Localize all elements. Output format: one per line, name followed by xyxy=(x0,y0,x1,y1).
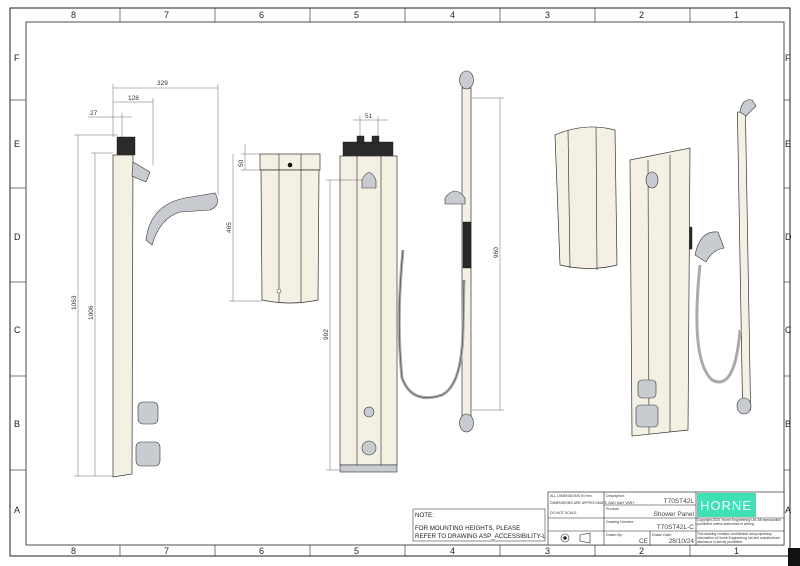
zone-col-label: 5 xyxy=(354,546,359,556)
drawn-by-label: Drawn By: xyxy=(606,533,623,537)
drawing-number-value: T70ST42L-C xyxy=(657,524,695,531)
column-labels-top: 8 7 6 5 4 3 2 1 xyxy=(71,10,739,20)
note-line-2: REFER TO DRAWING ASP_ACCESSIBILITY-L xyxy=(415,533,546,540)
panel-body xyxy=(112,154,134,478)
rail-view: 960 xyxy=(397,70,504,433)
panel-base xyxy=(339,464,398,473)
valve-head xyxy=(342,141,394,157)
row-labels-right: F E D C B A xyxy=(785,53,792,515)
note-heading: NOTE: xyxy=(415,512,434,519)
dim-side-head-width: 128 xyxy=(128,95,139,102)
row-labels-left: F E D C B A xyxy=(14,53,21,515)
panel-back xyxy=(260,169,320,304)
zone-row-label: D xyxy=(785,232,792,242)
rail-bracket xyxy=(459,413,474,433)
corner-mark xyxy=(788,548,800,566)
brand-name: HORNE xyxy=(700,498,752,513)
zone-col-label: 2 xyxy=(639,10,644,20)
general-note: DO NOT SCALE xyxy=(550,511,577,515)
note-box: NOTE: FOR MOUNTING HEIGHTS, PLEASE REFER… xyxy=(412,508,546,542)
control-knob xyxy=(363,406,375,418)
dim-side-overall-width: 329 xyxy=(157,80,168,87)
zone-row-label: F xyxy=(785,53,791,63)
top-bracket xyxy=(259,153,321,171)
column-labels-bottom: 8 7 6 5 4 3 2 1 xyxy=(71,546,739,556)
mounting-hole xyxy=(287,162,293,168)
control-knob xyxy=(137,401,159,425)
copyright-text: Copyright 2024, Horne Engineering Ltd. A… xyxy=(697,518,782,526)
zone-row-label: B xyxy=(785,419,791,429)
zone-col-label: 6 xyxy=(259,10,264,20)
brand-logo xyxy=(697,493,756,517)
shower-head xyxy=(361,172,377,189)
zone-row-label: C xyxy=(14,325,21,335)
zone-col-label: 7 xyxy=(164,10,169,20)
zone-col-label: 4 xyxy=(450,10,455,20)
confidential-text: This drawing contains confidential and p… xyxy=(697,532,780,544)
slider xyxy=(462,221,472,269)
general-note: DIMENSIONS ARE APPROXIMATE AND MAY VARY xyxy=(550,501,635,505)
zone-col-label: 2 xyxy=(639,546,644,556)
dim-side-total-height: 1063 xyxy=(71,295,78,310)
zone-row-label: E xyxy=(14,139,20,149)
zone-row-label: B xyxy=(14,419,20,429)
zone-col-label: 4 xyxy=(450,546,455,556)
dim-rail-height: 960 xyxy=(493,247,500,258)
description-value: T70ST42L xyxy=(664,498,695,505)
third-angle-projection-icon xyxy=(560,532,591,544)
control-knob xyxy=(135,441,161,467)
title-block: ALL DIMENSIONS IN mm DIMENSIONS ARE APPR… xyxy=(547,491,785,546)
control-knob xyxy=(361,440,377,456)
zone-row-label: C xyxy=(785,325,792,335)
isometric-panel-view xyxy=(629,99,757,437)
rail-bracket xyxy=(459,70,474,90)
zone-col-label: 3 xyxy=(545,546,550,556)
note-line-1: FOR MOUNTING HEIGHTS, PLEASE xyxy=(415,525,520,532)
zone-dividers xyxy=(10,8,790,556)
general-note: ALL DIMENSIONS IN mm xyxy=(550,494,592,498)
control-knob xyxy=(637,379,657,399)
zone-row-label: A xyxy=(785,505,791,515)
panel-front xyxy=(339,155,398,466)
drawn-by-value: CE xyxy=(639,538,649,545)
control-knob xyxy=(635,404,659,428)
hand-shower xyxy=(694,231,725,263)
drawn-date-value: 28/10/24 xyxy=(669,538,695,545)
hand-shower xyxy=(145,192,218,246)
zone-col-label: 5 xyxy=(354,10,359,20)
zone-row-label: A xyxy=(14,505,20,515)
dim-back-bracket-height: 465 xyxy=(226,222,233,233)
drawing-number-label: Drawing Number: xyxy=(606,520,634,524)
drawn-date-label: Drawn Date: xyxy=(652,533,672,537)
front-view: 51 992 xyxy=(323,113,398,473)
dim-side-offset: 27 xyxy=(90,110,98,117)
side-view: 329 128 27 1063 1006 xyxy=(71,80,219,478)
zone-col-label: 6 xyxy=(259,546,264,556)
zone-row-label: E xyxy=(785,139,791,149)
hand-shower xyxy=(444,190,466,205)
hose xyxy=(695,264,742,384)
zone-col-label: 7 xyxy=(164,546,169,556)
dim-side-body-height: 1006 xyxy=(88,305,95,320)
zone-col-label: 8 xyxy=(71,546,76,556)
dim-front-height: 992 xyxy=(323,329,330,340)
zone-col-label: 8 xyxy=(71,10,76,20)
zone-col-label: 1 xyxy=(734,546,739,556)
zone-row-label: D xyxy=(14,232,21,242)
description-label: Description: xyxy=(606,494,625,498)
back-view: 50 465 xyxy=(226,144,321,304)
dim-front-valve-spacing: 51 xyxy=(365,113,373,120)
shower-arm xyxy=(131,161,151,183)
dim-back-top-height: 50 xyxy=(238,159,245,167)
zone-col-label: 1 xyxy=(734,10,739,20)
zone-col-label: 3 xyxy=(545,10,550,20)
product-value: Shower Panel xyxy=(654,511,695,518)
zone-row-label: F xyxy=(14,53,20,63)
isometric-cover-view xyxy=(554,126,618,271)
valve-head xyxy=(116,136,136,156)
product-label: Product: xyxy=(606,507,619,511)
